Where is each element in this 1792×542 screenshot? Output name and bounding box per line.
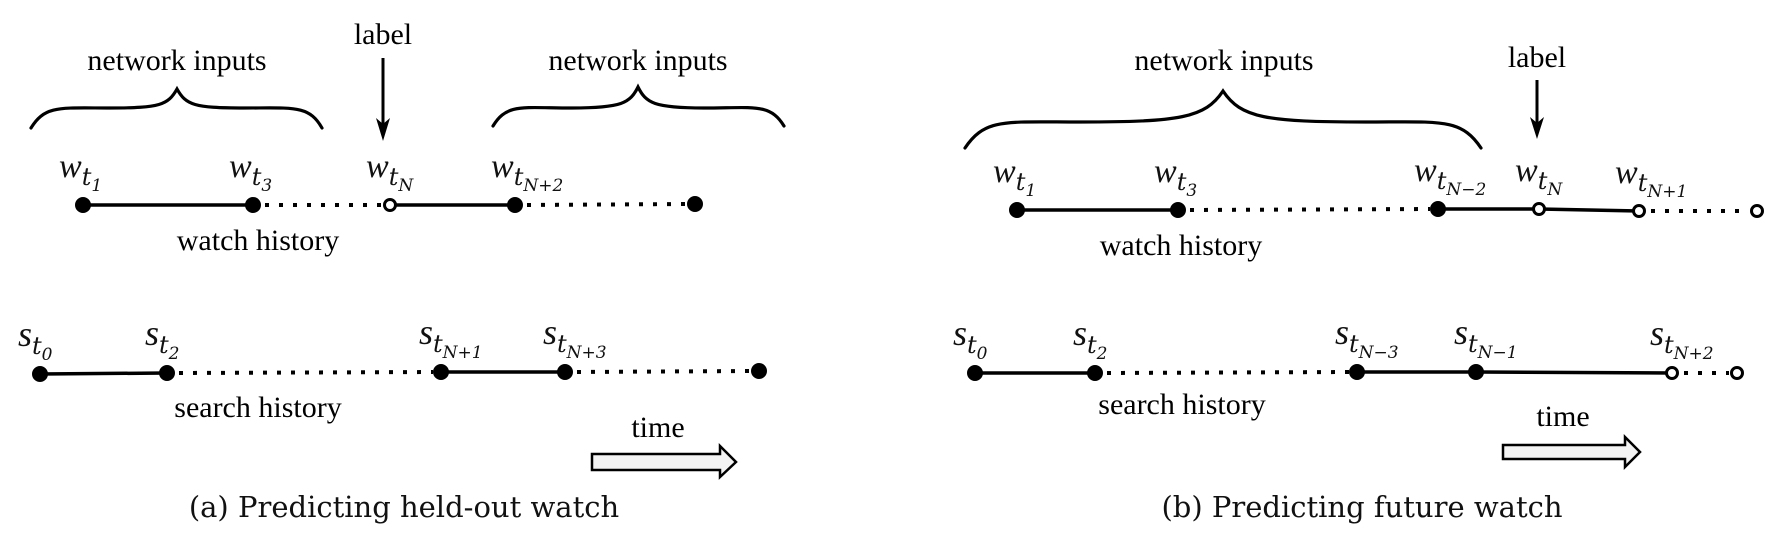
node-open xyxy=(1750,204,1764,218)
node-label: stN+3 xyxy=(543,312,607,363)
row-label-search-history: search history xyxy=(1098,388,1265,421)
node-label: stN−1 xyxy=(1454,312,1518,363)
node-filled xyxy=(1349,364,1365,380)
brace-network-inputs xyxy=(963,88,1483,150)
row-label-watch-history: watch history xyxy=(177,224,339,257)
node-filled xyxy=(1087,365,1103,381)
node-label: wt1 xyxy=(59,148,102,196)
node-open xyxy=(383,198,397,212)
node-filled xyxy=(433,364,449,380)
node-label: wtN xyxy=(1515,152,1563,200)
node-label: st2 xyxy=(1073,313,1108,364)
node-filled xyxy=(1170,202,1186,218)
node-label: wtN+2 xyxy=(491,148,563,196)
node-filled xyxy=(159,365,175,381)
node-filled xyxy=(32,366,48,382)
node-label: wtN−2 xyxy=(1414,152,1486,200)
time-arrow-icon xyxy=(590,442,738,480)
row-label-search-history: search history xyxy=(174,391,341,424)
node-filled xyxy=(1009,202,1025,218)
caption-b: (b) Predicting future watch xyxy=(1161,490,1562,524)
brace-network-inputs-left xyxy=(29,85,324,130)
node-label: wt1 xyxy=(993,153,1036,201)
brace-label: network inputs xyxy=(87,44,266,77)
panel-a-held-out-watch: network inputs network inputs label wt1w… xyxy=(18,18,786,524)
node-filled xyxy=(507,197,523,213)
link-solid xyxy=(1538,207,1640,213)
node-filled xyxy=(687,196,703,212)
search-history-row: st0 st2 stN+1 stN+3 xyxy=(18,312,767,382)
panel-b-future-watch: network inputs label wt1 wt3 wtN−2 wtN wtN+1… xyxy=(953,41,1764,524)
node-label: st0 xyxy=(18,314,53,365)
label-arrow-icon xyxy=(376,58,390,141)
node-label: wt3 xyxy=(229,148,272,196)
node-filled xyxy=(75,197,91,213)
node-label: st2 xyxy=(145,313,180,364)
time-arrow-icon xyxy=(1501,433,1642,471)
node-open xyxy=(1665,366,1679,380)
node-label: wt3 xyxy=(1154,153,1197,201)
time-label: time xyxy=(1536,400,1589,433)
link-dotted xyxy=(576,369,752,374)
link-dotted xyxy=(526,202,688,207)
node-label: wtN+1 xyxy=(1615,154,1687,202)
row-label-watch-history: watch history xyxy=(1100,229,1262,262)
label-arrow-icon xyxy=(1530,80,1544,139)
link-dotted xyxy=(1189,207,1431,212)
watch-history-row: wt1 wt3 wtN−2 wtN wtN+1 xyxy=(993,152,1764,218)
brace-network-inputs-right xyxy=(491,83,786,128)
link-dotted xyxy=(1106,370,1350,375)
brace-label: network inputs xyxy=(548,44,727,77)
node-open xyxy=(1730,366,1744,380)
time-label: time xyxy=(631,411,684,444)
link-solid xyxy=(39,371,168,376)
node-open xyxy=(1632,204,1646,218)
node-label: stN+2 xyxy=(1650,313,1714,364)
node-label: st0 xyxy=(953,313,988,364)
node-filled xyxy=(1468,364,1484,380)
node-filled xyxy=(557,364,573,380)
link-dotted xyxy=(178,370,434,375)
node-filled xyxy=(1430,201,1446,217)
node-open xyxy=(1532,202,1546,216)
label-marker-text: label xyxy=(354,18,412,51)
label-marker-text: label xyxy=(1508,41,1566,74)
node-filled xyxy=(967,365,983,381)
node-label: wtN xyxy=(366,148,414,196)
node-filled xyxy=(245,197,261,213)
node-filled xyxy=(751,363,767,379)
node-label: stN+1 xyxy=(419,312,483,363)
link-solid xyxy=(1475,370,1673,375)
brace-label: network inputs xyxy=(1134,44,1313,77)
node-label: stN−3 xyxy=(1335,312,1399,363)
caption-a: (a) Predicting held-out watch xyxy=(189,490,619,524)
search-history-row: st0 st2 stN−3 stN−1 stN+2 xyxy=(953,312,1744,381)
watch-history-row: wt1 wt3 wtN wtN+2 xyxy=(59,148,703,213)
